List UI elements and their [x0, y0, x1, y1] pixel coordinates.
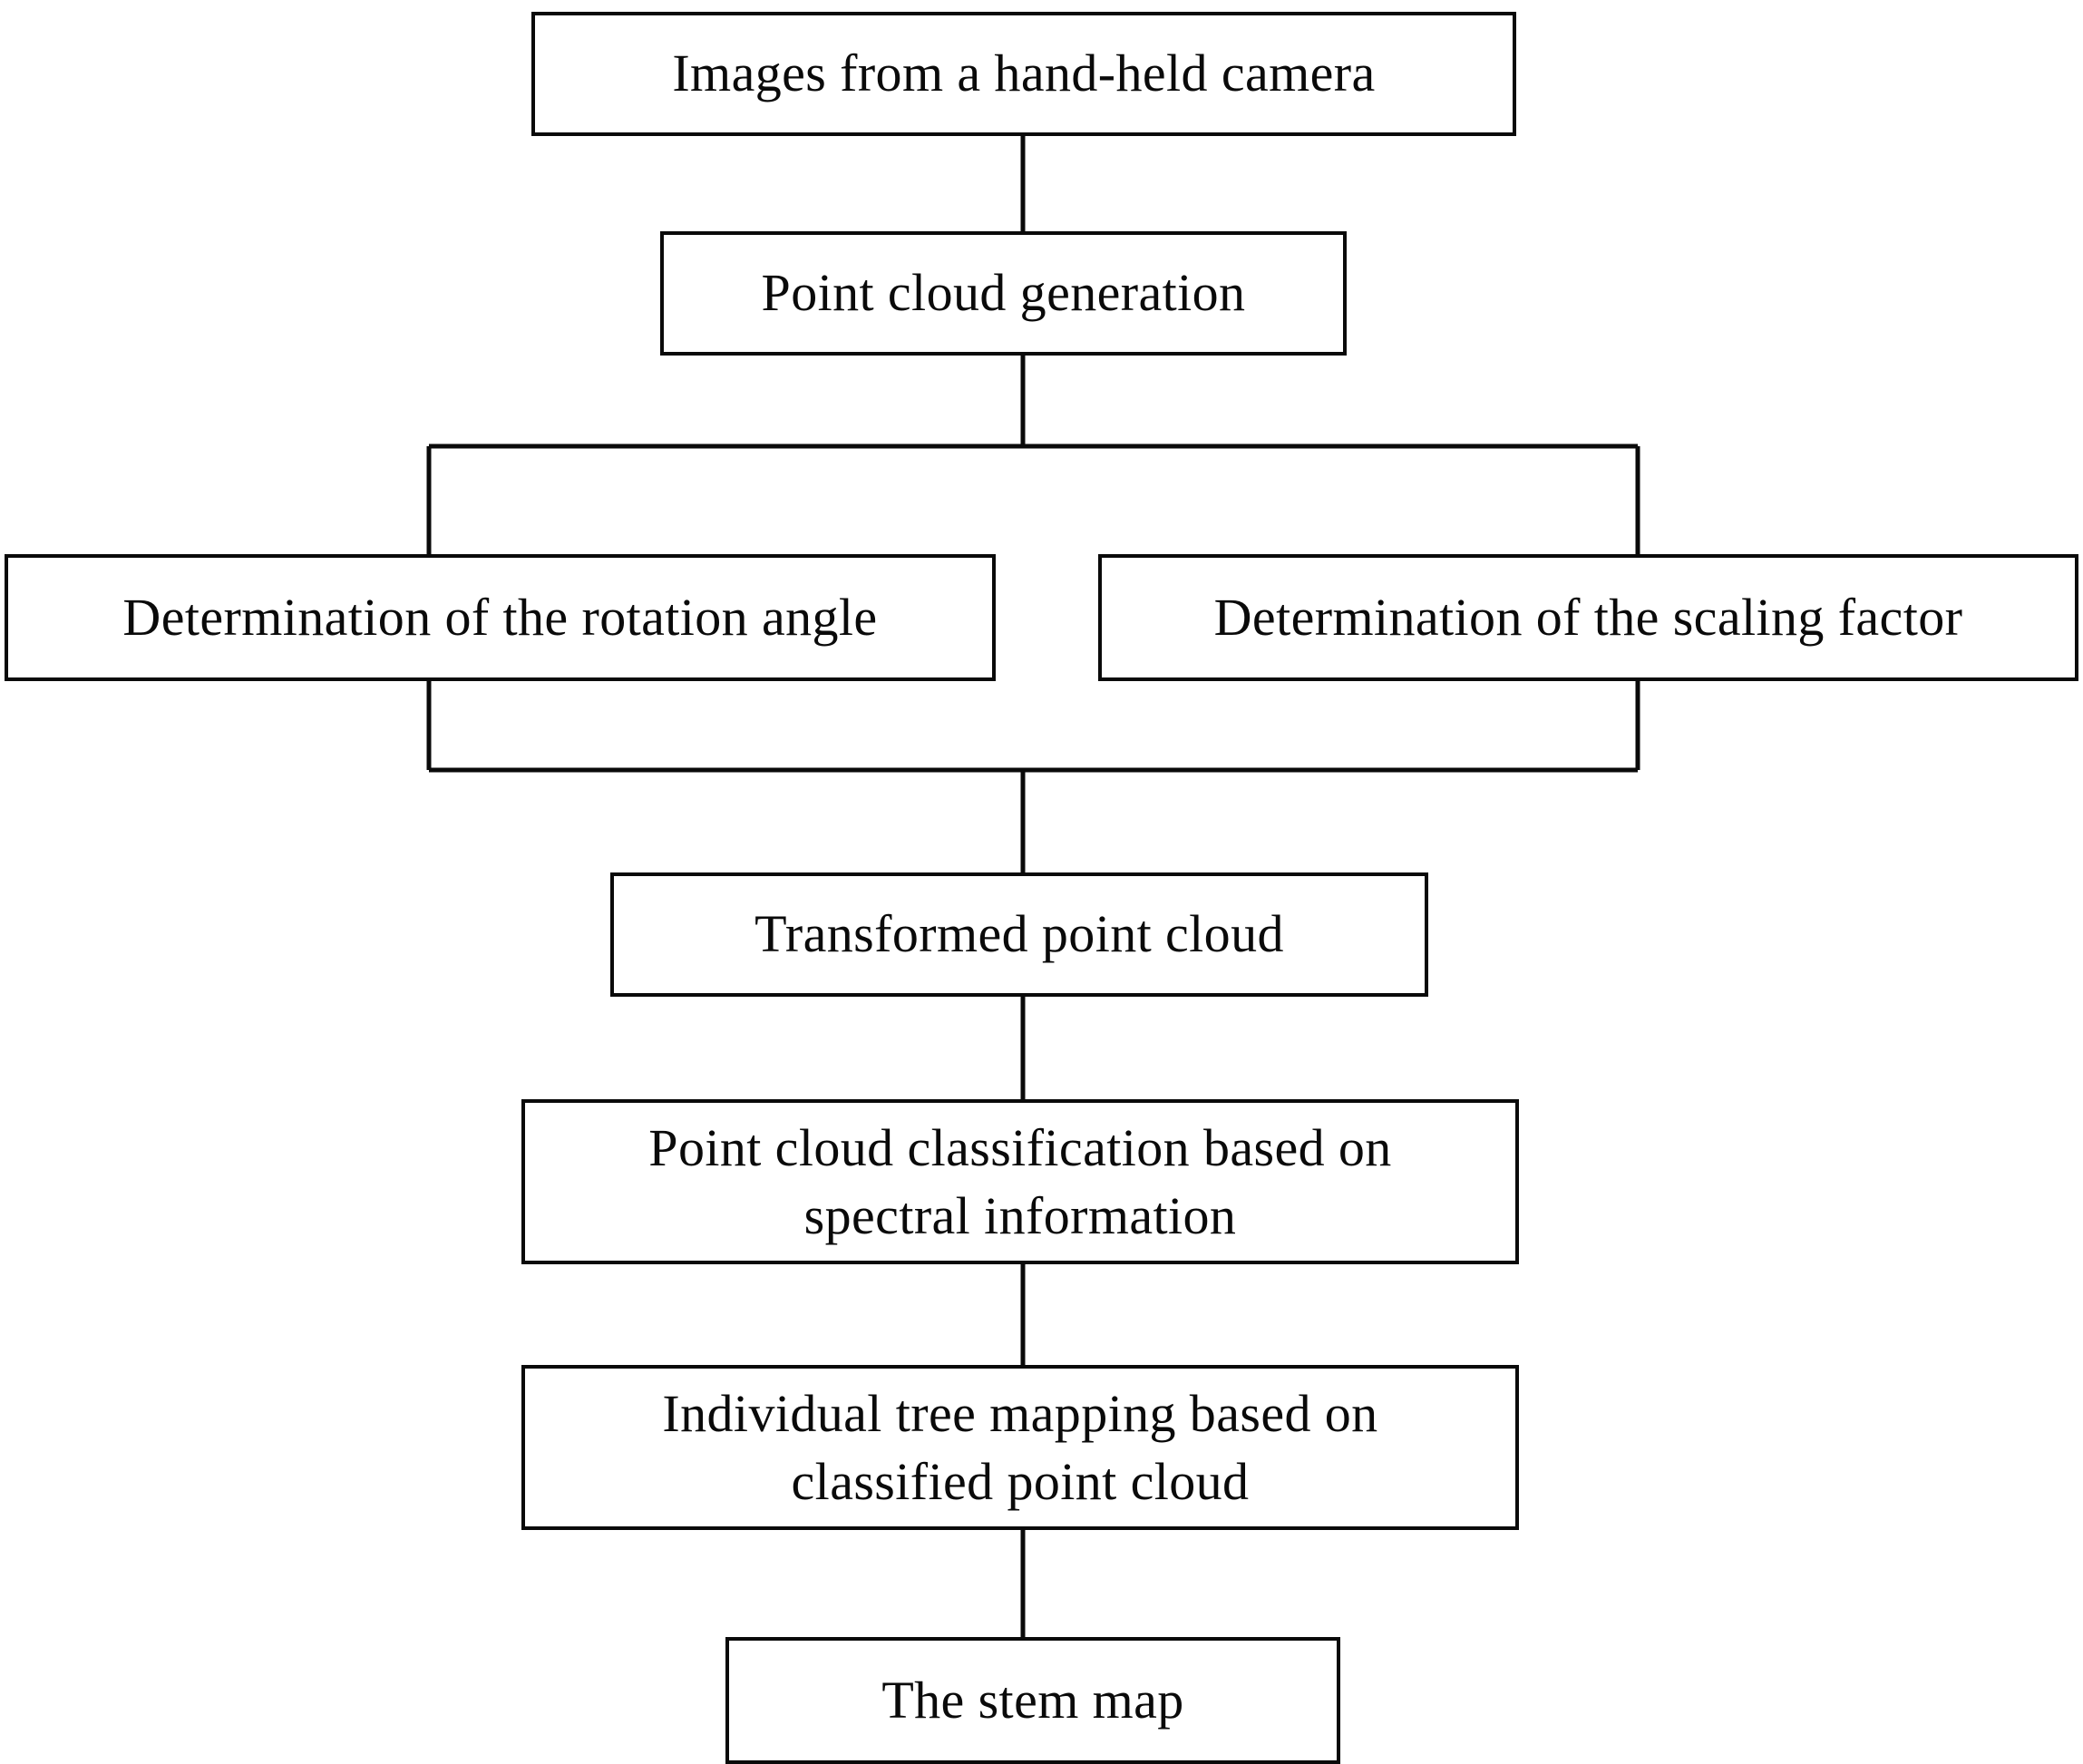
node-images-from-camera[interactable]: Images from a hand-held camera: [531, 12, 1516, 136]
node-label: The stem map: [881, 1670, 1184, 1730]
node-label: Determination of the rotation angle: [122, 587, 878, 647]
node-label: Determination of the scaling factor: [1213, 587, 1963, 647]
node-point-cloud-classification[interactable]: Point cloud classification based on spec…: [521, 1099, 1519, 1264]
node-label: Individual tree mapping based on classif…: [662, 1383, 1378, 1511]
node-label: Point cloud generation: [761, 263, 1246, 323]
node-label: Images from a hand-held camera: [672, 44, 1376, 103]
node-point-cloud-generation[interactable]: Point cloud generation: [660, 231, 1347, 356]
node-stem-map[interactable]: The stem map: [725, 1637, 1340, 1764]
node-label: Point cloud classification based on spec…: [648, 1117, 1392, 1245]
node-determination-rotation-angle[interactable]: Determination of the rotation angle: [5, 554, 996, 681]
node-transformed-point-cloud[interactable]: Transformed point cloud: [610, 872, 1428, 997]
node-determination-scaling-factor[interactable]: Determination of the scaling factor: [1098, 554, 2078, 681]
node-label: Transformed point cloud: [754, 904, 1284, 964]
node-individual-tree-mapping[interactable]: Individual tree mapping based on classif…: [521, 1365, 1519, 1530]
